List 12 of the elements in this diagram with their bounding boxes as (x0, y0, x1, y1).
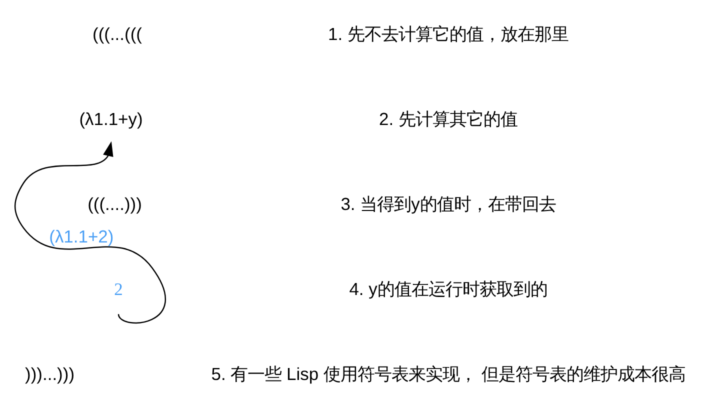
label: 3. 当得到y的值时，在带回去 (340, 194, 556, 214)
edge-label: (λ1.1+2) (49, 226, 114, 246)
node-text: (λ1.1+y) (79, 109, 143, 130)
label: 4. y的值在运行时获取到的 (349, 279, 548, 300)
node-text: )))...))) (25, 364, 75, 384)
label: 1. 先不去计算它的值，放在那里 (328, 24, 569, 44)
node-text: 2 (114, 279, 123, 300)
node-text: (((...((( (92, 24, 142, 44)
label: 2. 先计算其它的值 (379, 109, 518, 130)
arrow (14, 141, 166, 324)
node-text: (((....))) (88, 194, 142, 214)
label: 5. 有一些 Lisp 使用符号表来实现， 但是符号表的维护成本很高 (211, 364, 686, 384)
